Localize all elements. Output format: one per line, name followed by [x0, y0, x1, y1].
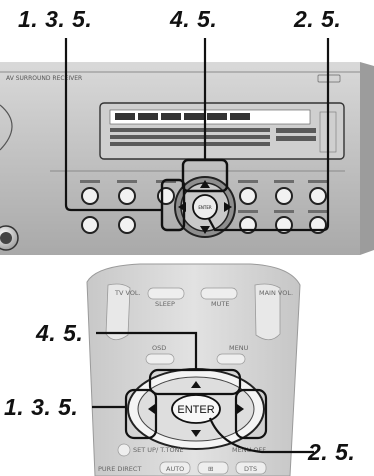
svg-text:MUTE: MUTE [211, 300, 229, 308]
sleep-button[interactable] [148, 288, 184, 299]
front-button[interactable] [82, 188, 98, 204]
svg-text:PURE DIRECT: PURE DIRECT [98, 465, 141, 473]
svg-text:ENTER: ENTER [198, 205, 211, 210]
step-label-bottom-right: 2. 5. [308, 441, 355, 464]
menu-button[interactable] [217, 354, 245, 364]
svg-text:SLEEP: SLEEP [155, 300, 175, 308]
front-button[interactable] [82, 217, 98, 233]
front-button[interactable] [119, 217, 135, 233]
step-label-top-right: 2. 5. [294, 8, 341, 31]
front-button[interactable] [119, 188, 135, 204]
enter-label: ENTER [177, 404, 214, 416]
setup-button[interactable] [118, 444, 130, 456]
svg-text:MENU: MENU [229, 344, 249, 352]
remote-control: TV VOL. MAIN VOL. SLEEP MUTE OSD MENU EN… [87, 264, 300, 476]
step-label-top-mid: 4. 5. [170, 8, 217, 31]
front-button[interactable] [240, 188, 256, 204]
svg-text:SET UP/ T.TONE: SET UP/ T.TONE [133, 446, 184, 454]
step-label-top-left: 1. 3. 5. [18, 8, 92, 31]
osd-button[interactable] [146, 354, 174, 364]
front-button[interactable] [310, 188, 326, 204]
step-label-bottom-left: 1. 3. 5. [4, 396, 78, 419]
model-text: AV SURROUND RECEIVER [6, 75, 82, 82]
svg-text:TV VOL.: TV VOL. [114, 289, 141, 297]
front-button[interactable] [276, 188, 292, 204]
step-label-bottom-top: 4. 5. [36, 322, 83, 345]
svg-text:MAIN VOL.: MAIN VOL. [259, 289, 293, 297]
svg-text:DTS: DTS [244, 465, 257, 473]
mute-button[interactable] [201, 288, 237, 299]
svg-text:⊞: ⊞ [208, 465, 213, 473]
receiver-panel: AV SURROUND RECEIVER [0, 62, 374, 255]
front-button[interactable] [158, 188, 174, 204]
svg-text:AUTO: AUTO [166, 465, 184, 473]
svg-text:OSD: OSD [152, 344, 166, 352]
